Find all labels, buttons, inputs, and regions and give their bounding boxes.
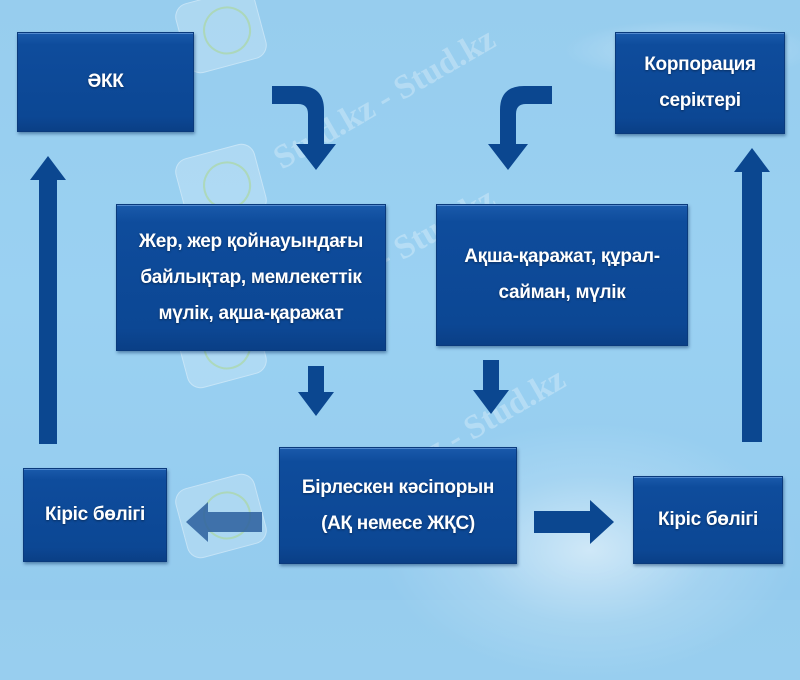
node-joint-venture: Бірлескен кәсіпорын (АҚ немесе ЖҚС) bbox=[279, 447, 517, 564]
arrow-down-icon bbox=[298, 366, 334, 416]
node-corporation-partners-line-2: серіктері bbox=[659, 90, 741, 111]
curved-arrow-down-left-icon bbox=[488, 86, 552, 170]
node-state-assets-line-1: Жер, жер қойнауындағы bbox=[138, 230, 364, 252]
arrow-left-icon bbox=[186, 502, 262, 542]
arrow-up-icon bbox=[734, 148, 770, 442]
arrow-up-icon bbox=[30, 156, 66, 444]
node-state-assets: Жер, жер қойнауындағы байлықтар, мемлеке… bbox=[116, 204, 386, 351]
node-income-share-left: Кіріс бөлігі bbox=[23, 468, 167, 562]
node-income-share-right-label: Кіріс бөлігі bbox=[658, 509, 758, 530]
node-joint-venture-line-1: Бірлескен кәсіпорын bbox=[301, 476, 495, 498]
node-corporation-partners: Корпорация серіктері bbox=[615, 32, 785, 134]
node-partner-assets: Ақша-қаражат, құрал- сайман, мүлік bbox=[436, 204, 688, 346]
arrow-right-icon bbox=[534, 500, 614, 544]
node-partner-assets-line-1: Ақша-қаражат, құрал- bbox=[464, 246, 660, 267]
node-okk: ӘКК bbox=[17, 32, 194, 132]
arrow-down-icon bbox=[473, 360, 509, 414]
node-income-share-left-label: Кіріс бөлігі bbox=[45, 504, 145, 525]
node-state-assets-line-2: байлықтар, мемлекеттік bbox=[140, 266, 362, 288]
node-joint-venture-line-2: (АҚ немесе ЖҚС) bbox=[321, 512, 475, 534]
node-income-share-right: Кіріс бөлігі bbox=[633, 476, 783, 564]
node-partner-assets-line-2: сайман, мүлік bbox=[498, 282, 626, 303]
node-okk-label: ӘКК bbox=[87, 71, 124, 92]
curved-arrow-down-right-icon bbox=[272, 86, 336, 170]
node-state-assets-line-3: мүлік, ақша-қаражат bbox=[158, 302, 344, 324]
node-corporation-partners-line-1: Корпорация bbox=[644, 54, 756, 75]
